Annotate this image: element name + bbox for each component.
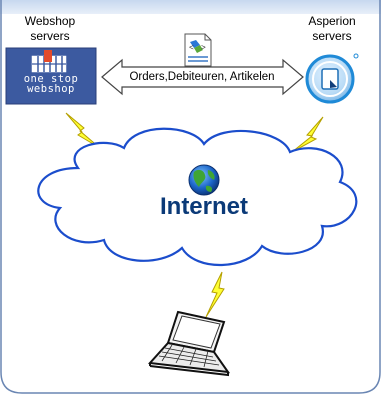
webshop-logo-line2: webshop: [27, 83, 75, 95]
webshop-label-line1: Webshop: [24, 14, 76, 28]
asperion-logo-icon: [305, 53, 359, 104]
xml-document-icon: < >: [184, 33, 212, 67]
asperion-label-line1: Asperion: [308, 14, 356, 28]
laptop-icon: [147, 310, 231, 377]
webshop-logo: [5, 47, 97, 105]
exchange-arrow: [101, 58, 304, 96]
lightning-bolt-icon: [205, 271, 225, 318]
svg-text:>: >: [201, 44, 206, 53]
asperion-label-line2: servers: [312, 29, 352, 43]
asperion-servers-label: Asperion servers: [290, 14, 374, 44]
internet-cloud: [37, 127, 358, 267]
webshop-logo-text: one stop webshop: [6, 73, 96, 95]
svg-text:<: <: [189, 44, 194, 53]
exchange-label: Orders,Debiteuren, Artikelen: [129, 71, 275, 83]
globe-icon: [188, 164, 220, 196]
shopping-basket-icon: [31, 50, 67, 73]
webshop-servers-label: Webshop servers: [8, 14, 92, 44]
webshop-label-line2: servers: [30, 29, 70, 43]
internet-label: Internet: [159, 193, 248, 220]
webshop-logo-line1: one stop: [23, 73, 79, 85]
lightning-bolt-icon: [291, 116, 324, 153]
